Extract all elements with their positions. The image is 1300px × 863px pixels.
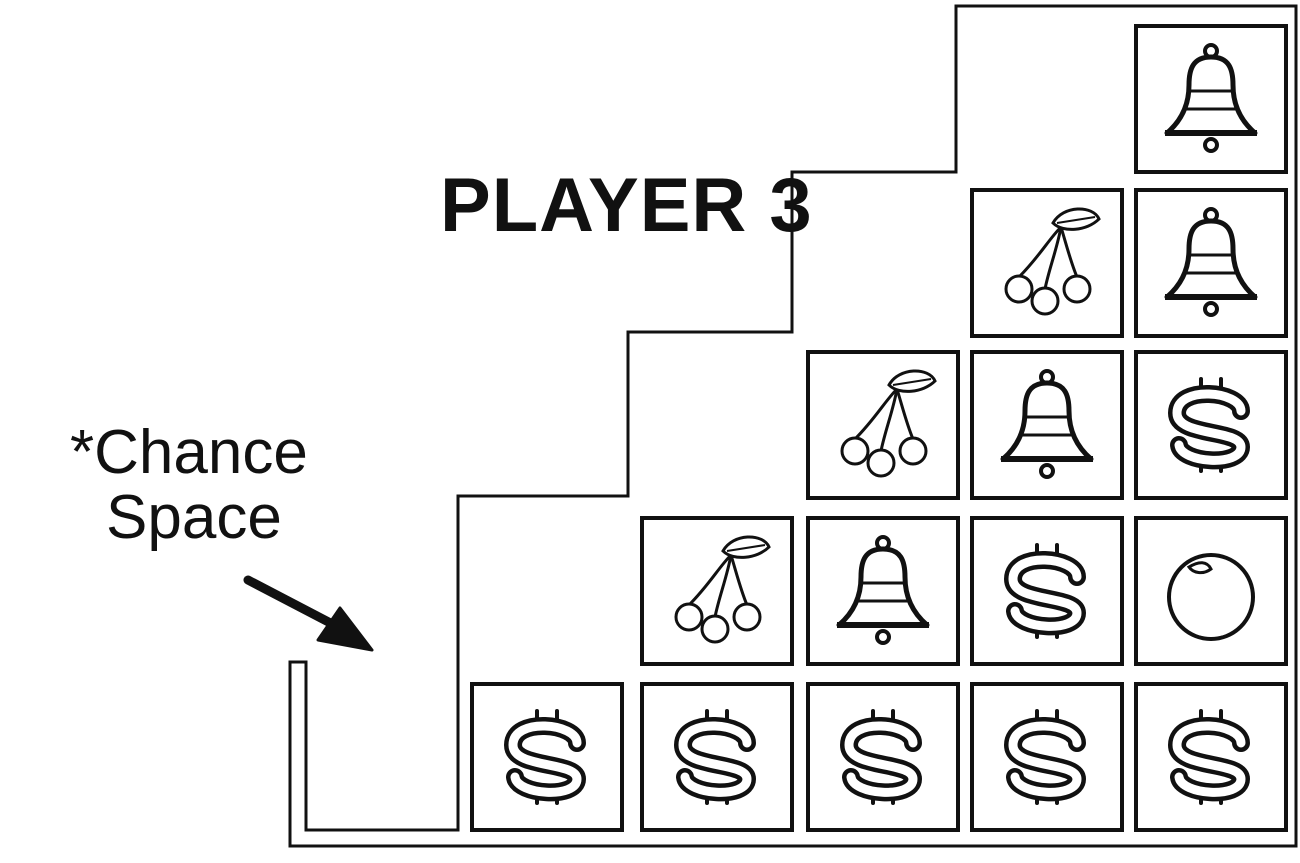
board-cell-orange [1134,516,1288,666]
board-cell-dollar [640,682,794,832]
orange-icon [1167,553,1255,641]
chance-label-line1: *Chance [70,418,308,487]
chance-label-line2: Space [106,483,282,553]
board-cell-cherries [640,516,794,666]
chance-arrow-icon [243,575,374,652]
board-cell-dollar [970,682,1124,832]
board-cell-dollar [1134,682,1288,832]
chance-space-slot [304,662,458,832]
chance-space-label: *Chance Space [70,420,308,550]
board-cell-dollar [1134,350,1288,500]
board-cell-dollar [470,682,624,832]
board-cell-dollar [806,682,960,832]
board-cell-bell [806,516,960,666]
board-cell-cherries [970,188,1124,338]
board-cell-bell [1134,24,1288,174]
board-cell-cherries [806,350,960,500]
board-cell-bell [1134,188,1288,338]
player-title: PLAYER 3 [440,163,813,248]
board-cell-bell [970,350,1124,500]
board-cell-dollar [970,516,1124,666]
